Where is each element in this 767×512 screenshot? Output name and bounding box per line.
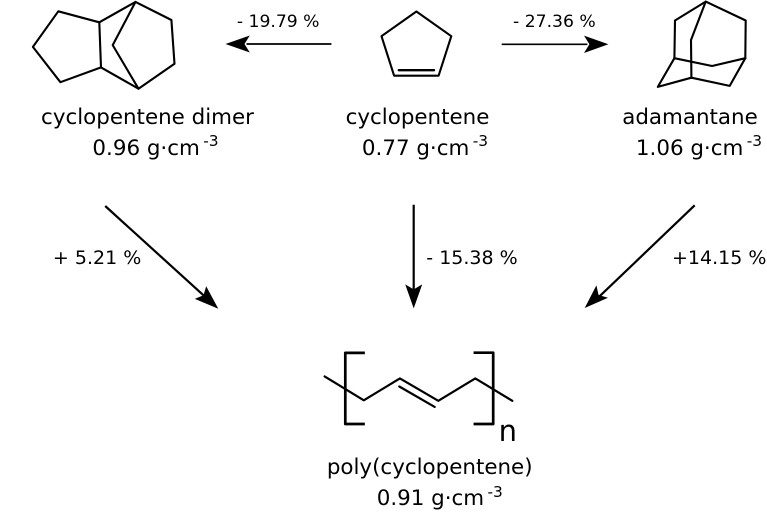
density-exponent: -3 [746, 132, 763, 151]
cyclopentene-dimer-name: cyclopentene dimer [41, 104, 254, 130]
cyclopentene-dimer-structure [31, 0, 176, 90]
density-value: 1.06 g·cm [635, 135, 744, 161]
arrow-adamantane-to-polymer [584, 204, 696, 308]
repeat-unit-subscript: n [498, 414, 517, 449]
cyclopentene-density: 0.77 g·cm-3 [361, 133, 488, 161]
arrow-head [194, 286, 219, 309]
dimer-polymerization-percentage: + 5.21 % [52, 246, 142, 269]
arrow-to-dimer [225, 35, 332, 53]
density-exponent: -3 [203, 132, 219, 151]
arrow-head [584, 35, 609, 53]
cyclopentene-ring [380, 10, 453, 77]
density-exponent: -3 [487, 482, 503, 501]
adamantane-outer-top [673, 0, 747, 60]
polymer-double-bond [398, 385, 436, 408]
poly-cyclopentene-structure [323, 351, 514, 426]
arrow-shaft [104, 205, 206, 298]
cyclopentene-polymerization-percentage: - 15.38 % [426, 246, 518, 269]
arrow-shaft [599, 204, 696, 297]
polymer-chain [323, 375, 514, 402]
adamantane-percentage: - 27.36 % [513, 12, 596, 33]
arrow-to-adamantane [501, 35, 609, 53]
dimer-six-ring [98, 0, 176, 90]
density-value: 0.96 g·cm [92, 135, 200, 161]
poly-cyclopentene-density: 0.91 g·cm-3 [376, 484, 503, 512]
adamantane-name: adamantane [622, 104, 758, 130]
adamantane-polymerization-percentage: +14.15 % [671, 246, 767, 269]
arrow-head [405, 284, 423, 309]
density-value: 0.91 g·cm [376, 486, 485, 512]
adamantane-inner-bonds [673, 57, 747, 68]
adamantane-structure [656, 0, 747, 88]
adamantane-center-bonds [689, 0, 707, 79]
dimerization-percentage: - 19.79 % [236, 12, 320, 33]
arrow-dimer-to-polymer [104, 205, 219, 309]
right-bracket [473, 351, 495, 426]
adamantane-lower-bonds [656, 57, 747, 88]
left-bracket [343, 351, 365, 426]
dimer-methylene-bridge [111, 0, 140, 90]
poly-cyclopentene-name: poly(cyclopentene) [326, 455, 533, 481]
density-value: 0.77 g·cm [361, 135, 470, 161]
cyclopentene-dimer-density: 0.96 g·cm-3 [92, 133, 218, 161]
cyclopentene-structure [380, 10, 453, 77]
cyclopentene-name: cyclopentene [345, 104, 490, 130]
dimer-cyclopentane-ring [31, 10, 103, 84]
arrow-head [584, 285, 608, 308]
adamantane-density: 1.06 g·cm-3 [635, 133, 762, 161]
arrow-cyclopentene-to-polymer [405, 204, 423, 309]
density-exponent: -3 [472, 132, 489, 151]
arrow-head [225, 35, 250, 53]
